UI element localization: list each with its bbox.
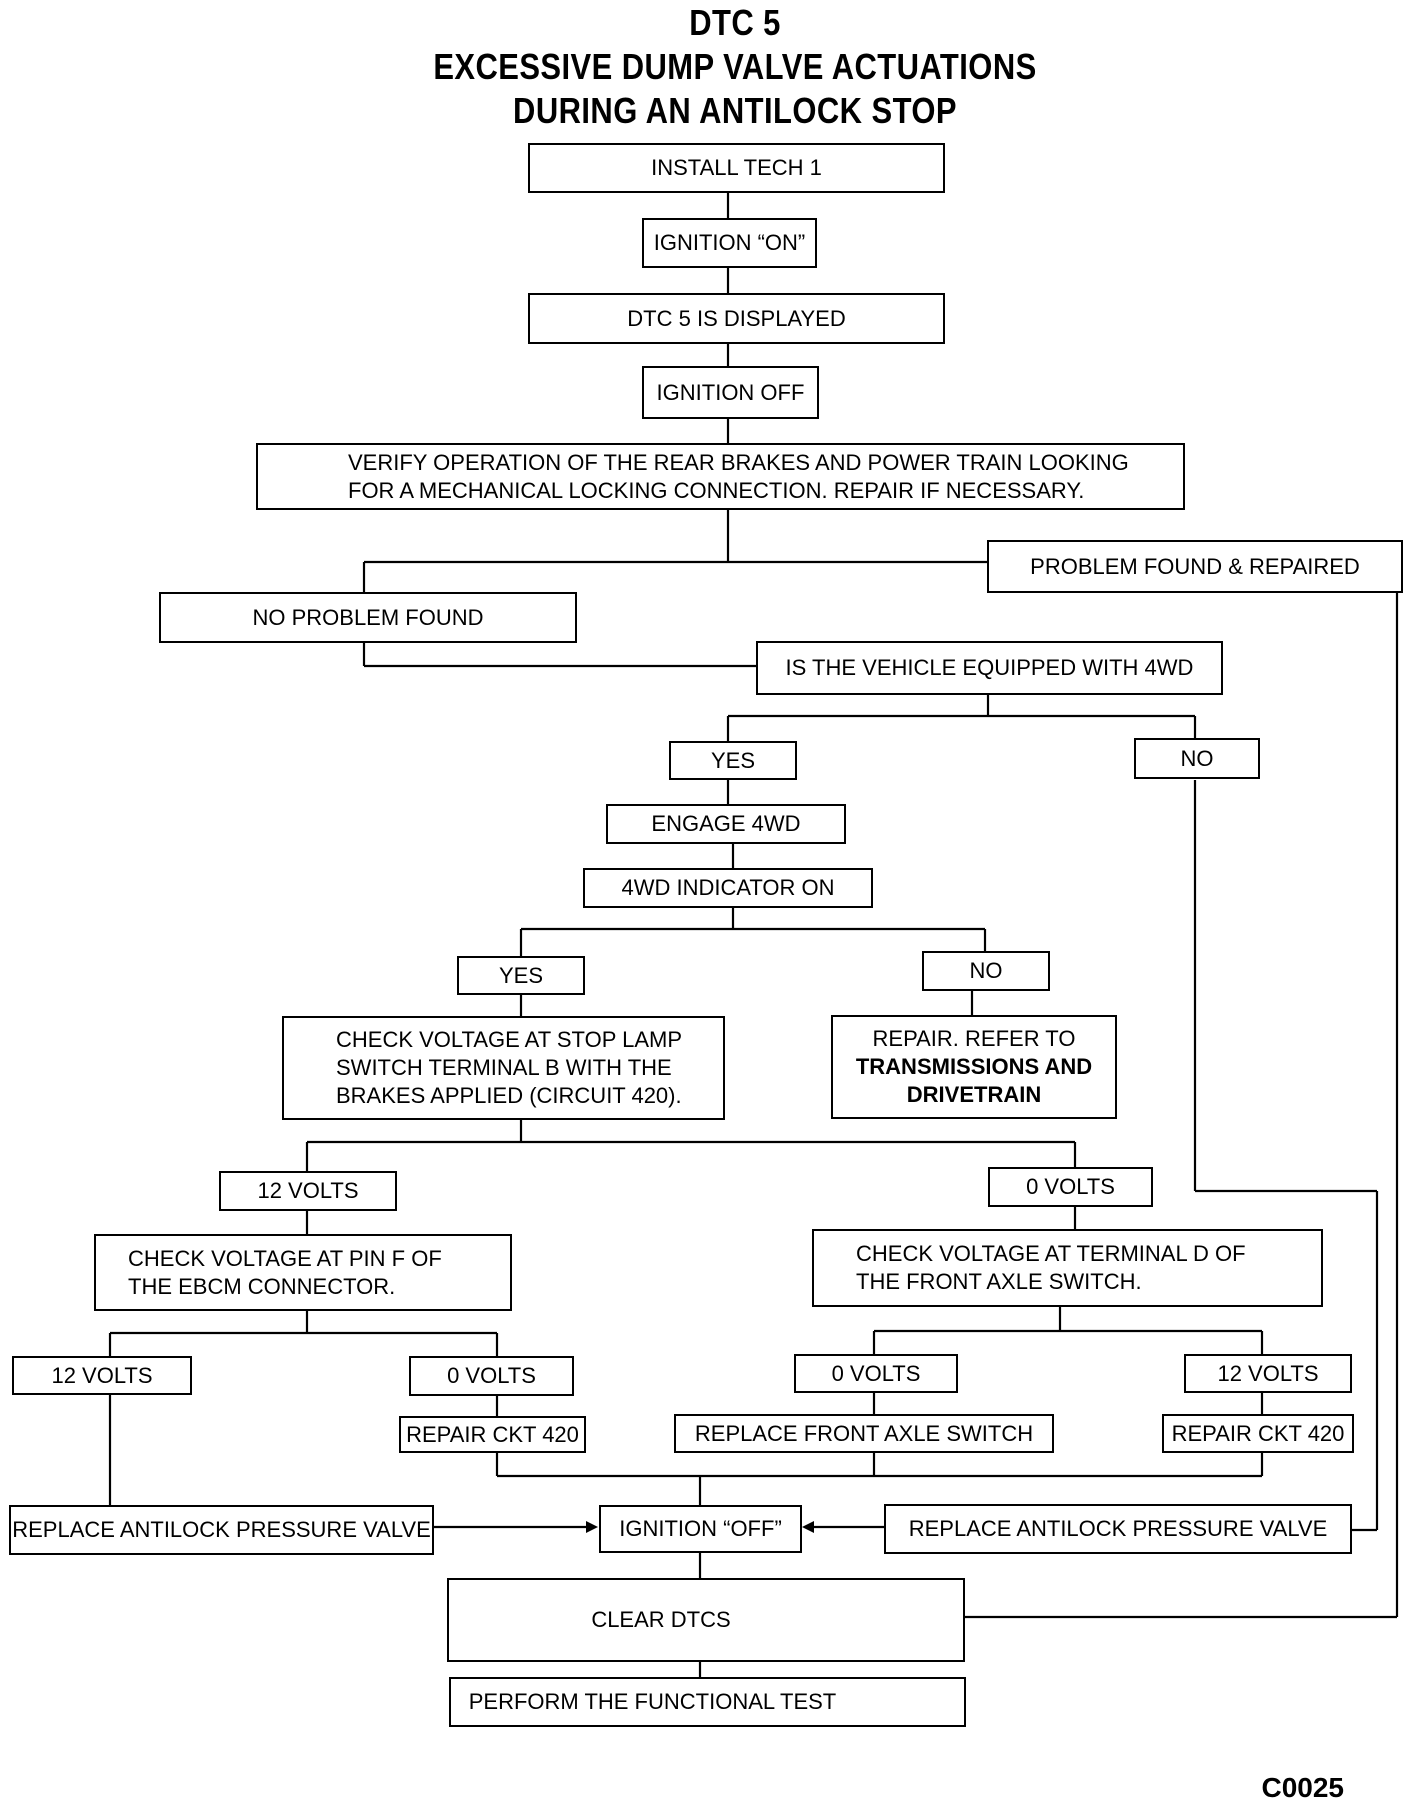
title-line-2: EXCESSIVE DUMP VALVE ACTUATIONS: [433, 46, 1037, 87]
step-label: IS THE VEHICLE EQUIPPED WITH 4WD: [785, 655, 1194, 680]
step-ignition-off-final: IGNITION “OFF”: [599, 1505, 802, 1553]
step-label: 12 VOLTS: [257, 1178, 359, 1203]
step-install-tech1: INSTALL TECH 1: [528, 143, 945, 193]
figure-code: C0025: [1261, 1772, 1344, 1803]
step-check-terminal-d: CHECK VOLTAGE AT TERMINAL D OF THE FRONT…: [812, 1229, 1323, 1307]
arrow-left-icon: [802, 1521, 814, 1533]
answer-12-volts-b: 12 VOLTS: [12, 1356, 192, 1395]
step-label-bold: DRIVETRAIN: [906, 1082, 1042, 1107]
step-dtc-displayed: DTC 5 IS DISPLAYED: [528, 293, 945, 344]
answer-no-4wd: NO: [1134, 738, 1260, 779]
step-label: 12 VOLTS: [1217, 1360, 1319, 1386]
step-functional-test: PERFORM THE FUNCTIONAL TEST: [449, 1677, 966, 1727]
step-label: REPLACE ANTILOCK PRESSURE VALVE: [908, 1516, 1328, 1541]
step-label: CHECK VOLTAGE AT PIN F OF THE EBCM CONNE…: [128, 1245, 442, 1299]
step-engage-4wd: ENGAGE 4WD: [606, 804, 846, 844]
step-repair-refer-transmissions: REPAIR. REFER TO TRANSMISSIONS AND DRIVE…: [831, 1015, 1117, 1119]
step-label: PROBLEM FOUND & REPAIRED: [1030, 553, 1360, 579]
step-label: IGNITION “ON”: [653, 230, 806, 255]
decision-4wd-indicator: 4WD INDICATOR ON: [583, 868, 873, 908]
title-line-1: DTC 5: [689, 2, 781, 43]
step-label: YES: [498, 962, 544, 988]
step-label: 0 VOLTS: [447, 1363, 536, 1388]
step-label: NO PROBLEM FOUND: [252, 604, 484, 630]
step-ignition-on: IGNITION “ON”: [642, 218, 817, 268]
step-label: PERFORM THE FUNCTIONAL TEST: [468, 1689, 837, 1714]
step-label: NO: [969, 958, 1003, 983]
answer-0-volts-a: 0 VOLTS: [988, 1167, 1153, 1207]
answer-yes-4wd: YES: [669, 741, 797, 780]
step-repair-ckt-420-b: REPAIR CKT 420: [1162, 1414, 1354, 1453]
step-repair-ckt-420-a: REPAIR CKT 420: [399, 1416, 586, 1453]
step-label: 0 VOLTS: [1026, 1174, 1115, 1199]
step-label: 0 VOLTS: [831, 1360, 921, 1386]
outcome-problem-found: PROBLEM FOUND & REPAIRED: [987, 540, 1403, 593]
step-replace-valve-left: REPLACE ANTILOCK PRESSURE VALVE: [9, 1505, 434, 1555]
step-replace-front-axle-switch: REPLACE FRONT AXLE SWITCH: [674, 1414, 1054, 1453]
step-label: NO: [1180, 745, 1214, 771]
answer-no-indicator: NO: [922, 951, 1050, 991]
answer-yes-indicator: YES: [457, 956, 585, 995]
step-label: CLEAR DTCS: [591, 1607, 731, 1632]
step-label: REPAIR CKT 420: [1171, 1420, 1345, 1446]
step-replace-valve-right: REPLACE ANTILOCK PRESSURE VALVE: [884, 1504, 1352, 1554]
step-label: ENGAGE 4WD: [651, 811, 801, 836]
step-label: IGNITION “OFF”: [619, 1516, 782, 1541]
step-label: REPAIR CKT 420: [406, 1421, 579, 1447]
step-label: CHECK VOLTAGE AT STOP LAMP SWITCH TERMIN…: [336, 1027, 682, 1108]
step-label: YES: [710, 747, 756, 773]
step-ignition-off: IGNITION OFF: [642, 366, 819, 419]
decision-4wd-equipped: IS THE VEHICLE EQUIPPED WITH 4WD: [756, 641, 1223, 695]
answer-12-volts-c: 12 VOLTS: [1184, 1354, 1352, 1393]
answer-0-volts-c: 0 VOLTS: [794, 1354, 958, 1393]
step-check-stop-lamp: CHECK VOLTAGE AT STOP LAMP SWITCH TERMIN…: [282, 1016, 725, 1120]
step-label: 12 VOLTS: [51, 1362, 153, 1388]
step-label-bold: TRANSMISSIONS AND: [855, 1054, 1093, 1079]
step-label: 4WD INDICATOR ON: [621, 875, 835, 900]
arrow-right-icon: [586, 1521, 598, 1533]
step-label: REPLACE FRONT AXLE SWITCH: [694, 1420, 1034, 1446]
answer-12-volts-a: 12 VOLTS: [219, 1171, 397, 1211]
title-line-3: DURING AN ANTILOCK STOP: [513, 90, 957, 131]
step-label: REPLACE ANTILOCK PRESSURE VALVE: [12, 1517, 431, 1542]
outcome-no-problem: NO PROBLEM FOUND: [159, 592, 577, 643]
step-label: DTC 5 IS DISPLAYED: [627, 305, 846, 331]
step-label: VERIFY OPERATION OF THE REAR BRAKES AND …: [348, 449, 1129, 503]
step-label: REPAIR. REFER TO: [872, 1026, 1076, 1051]
answer-0-volts-b: 0 VOLTS: [409, 1356, 574, 1396]
step-clear-dtcs: CLEAR DTCS: [447, 1578, 965, 1662]
step-label: INSTALL TECH 1: [651, 155, 822, 180]
step-verify-brakes: VERIFY OPERATION OF THE REAR BRAKES AND …: [256, 443, 1185, 510]
step-label: IGNITION OFF: [656, 379, 805, 405]
step-label: CHECK VOLTAGE AT TERMINAL D OF THE FRONT…: [856, 1241, 1246, 1294]
step-check-pin-f: CHECK VOLTAGE AT PIN F OF THE EBCM CONNE…: [94, 1234, 512, 1311]
